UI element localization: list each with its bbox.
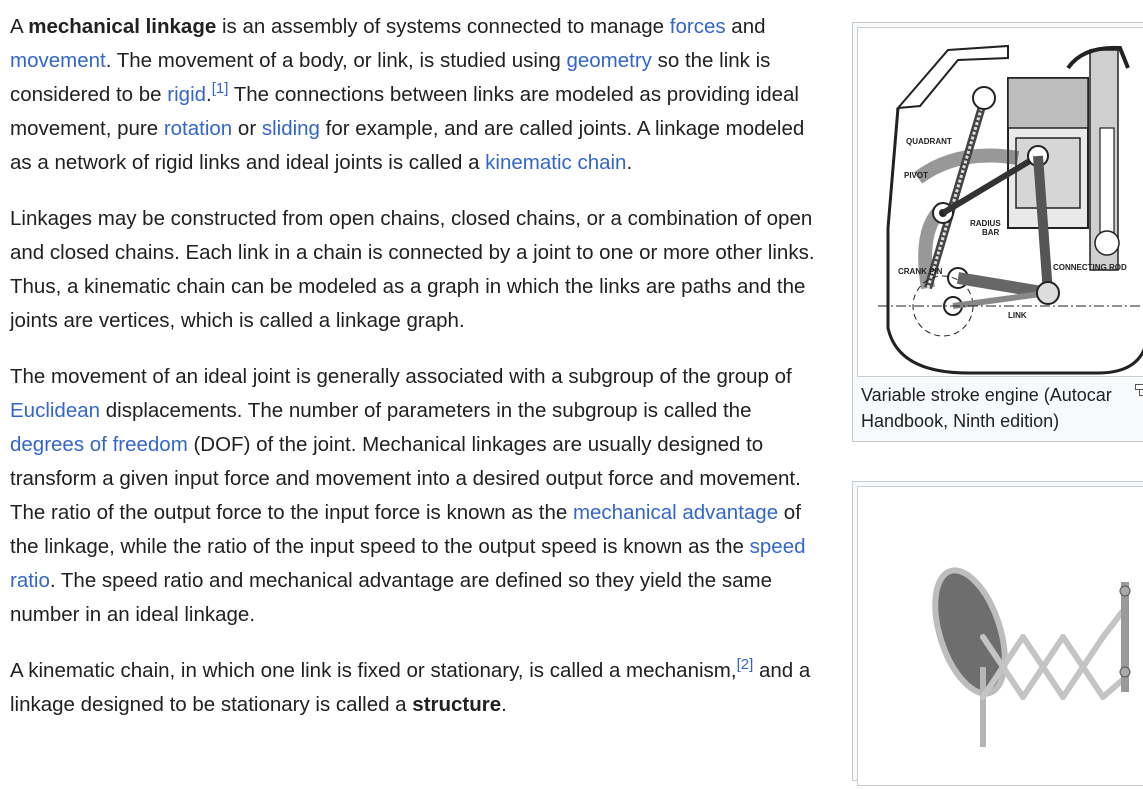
wiki-link-geometry[interactable]: geometry <box>566 49 651 72</box>
text-run: . The speed ratio and mechanical advanta… <box>10 569 772 626</box>
paragraph-mechanism: A kinematic chain, in which one link is … <box>10 654 825 722</box>
label-quadrant: QUADRANT <box>906 137 952 146</box>
figure-scissor-mirror <box>852 481 1143 781</box>
wiki-link-rotation[interactable]: rotation <box>164 117 232 140</box>
wiki-link-euclidean[interactable]: Euclidean <box>10 399 100 422</box>
label-connecting-rod: CONNECTING ROD <box>1053 263 1127 272</box>
figure-variable-stroke-engine: QUADRANT PIVOT RADIUS BAR CRANK PIN CONN… <box>852 22 1143 442</box>
text-run: . <box>626 151 632 174</box>
wiki-link-rigid[interactable]: rigid <box>167 83 206 106</box>
wiki-link-sliding[interactable]: sliding <box>262 117 320 140</box>
engine-diagram: QUADRANT PIVOT RADIUS BAR CRANK PIN CONN… <box>858 28 1143 376</box>
text-run: and <box>726 15 766 38</box>
wiki-link-forces[interactable]: forces <box>670 15 726 38</box>
label-link: LINK <box>1008 311 1027 320</box>
text-run: A <box>10 15 28 38</box>
text-run: . The movement of a body, or link, is st… <box>106 49 567 72</box>
bold-term: mechanical linkage <box>28 15 216 38</box>
engine-image[interactable]: QUADRANT PIVOT RADIUS BAR CRANK PIN CONN… <box>857 27 1143 377</box>
scissor-mirror-image[interactable] <box>857 486 1143 786</box>
wiki-link-degrees-of-freedom[interactable]: degrees of freedom <box>10 433 188 456</box>
reference-link[interactable]: [1] <box>212 80 229 97</box>
text-run: The movement of an ideal joint is genera… <box>10 365 792 388</box>
reference-link[interactable]: [2] <box>737 656 754 673</box>
paragraph-joints: The movement of an ideal joint is genera… <box>10 360 825 632</box>
label-pivot: PIVOT <box>904 171 928 180</box>
text-run: displacements. The number of parameters … <box>100 399 751 422</box>
paragraph-intro: A mechanical linkage is an assembly of s… <box>10 10 825 180</box>
wiki-link-mechanical-advantage[interactable]: mechanical advantage <box>573 501 778 524</box>
text-run: . <box>501 693 507 716</box>
wiki-link-movement[interactable]: movement <box>10 49 106 72</box>
bold-term: structure <box>412 693 501 716</box>
text-run: A kinematic chain, in which one link is … <box>10 659 737 682</box>
article-body: A mechanical linkage is an assembly of s… <box>10 10 825 744</box>
label-radius: RADIUS <box>970 219 1001 228</box>
paragraph-chains: Linkages may be constructed from open ch… <box>10 202 825 338</box>
wiki-link-kinematic-chain[interactable]: kinematic chain <box>485 151 626 174</box>
label-bar: BAR <box>982 228 1000 237</box>
text-run: is an assembly of systems connected to m… <box>216 15 670 38</box>
text-run: Linkages may be constructed from open ch… <box>10 207 815 332</box>
figure-caption: Variable stroke engine (Autocar Handbook… <box>861 382 1137 434</box>
text-run: or <box>232 117 262 140</box>
label-crank-pin: CRANK PIN <box>898 267 943 276</box>
magnify-icon[interactable] <box>1135 384 1143 396</box>
scissor-mirror-diagram <box>858 487 1143 785</box>
